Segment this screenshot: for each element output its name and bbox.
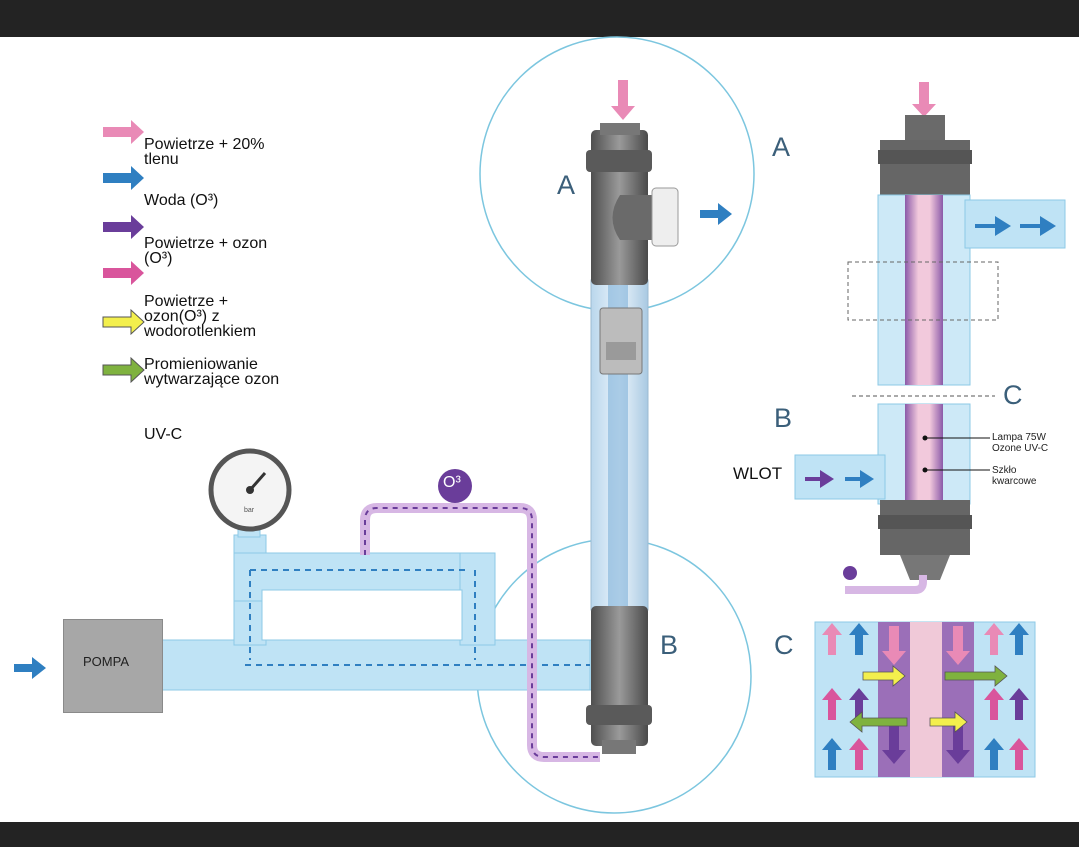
legend-arrows bbox=[102, 120, 145, 384]
lamp-label: Lampa 75W Ozone UV-C bbox=[992, 432, 1049, 454]
detail-top-inlet-arrow-icon bbox=[912, 82, 936, 117]
ozone-badge-label: O³ bbox=[443, 474, 461, 491]
purple-arrow-icon bbox=[103, 215, 144, 239]
legend-text-purple: Powietrze + ozon (O³) bbox=[144, 235, 268, 267]
label-b-right: B bbox=[774, 403, 793, 433]
detail-c-panel bbox=[814, 621, 1036, 778]
inlet-label: WLOT bbox=[733, 464, 783, 483]
ozone-air-line bbox=[360, 503, 600, 762]
outlet-blue-arrow-icon bbox=[700, 203, 732, 225]
pink-arrow-icon bbox=[103, 120, 144, 144]
top-inlet-pink-arrow-icon bbox=[611, 80, 635, 120]
legend-text-blue: Woda (O³) bbox=[144, 192, 219, 209]
label-c-top: C bbox=[1003, 380, 1023, 410]
top-black-bar bbox=[0, 0, 1079, 37]
label-b-main: B bbox=[660, 630, 679, 660]
pump-box: POMPA bbox=[63, 619, 163, 713]
inlet-arrow-icon bbox=[14, 657, 46, 679]
uvc-label: UV-C bbox=[144, 426, 183, 443]
legend-text-pink: Powietrze + 20% tlenu bbox=[144, 136, 265, 168]
main-reactor bbox=[586, 123, 679, 754]
pump-label: POMPA bbox=[83, 654, 129, 669]
green-arrow-icon bbox=[102, 356, 145, 384]
gauge-unit-label: bar bbox=[244, 507, 255, 514]
magenta-arrow-icon bbox=[103, 261, 144, 285]
detail-bottom bbox=[794, 403, 990, 594]
quartz-glass-label: Szkło kwarcowe bbox=[992, 465, 1037, 487]
label-c-bottom: C bbox=[774, 630, 794, 660]
detail-top bbox=[847, 82, 1066, 397]
label-a-right: A bbox=[772, 132, 791, 162]
yellow-arrow-icon bbox=[102, 308, 145, 336]
bottom-black-bar bbox=[0, 822, 1079, 847]
legend-text-magenta: Powietrze + ozon(O³) z wodorotlenkiem bbox=[144, 293, 257, 340]
blue-arrow-icon bbox=[103, 166, 144, 190]
pressure-gauge bbox=[208, 448, 292, 538]
water-pipes bbox=[159, 534, 631, 691]
legend-text-yellow: Promieniowanie wytwarzające ozon bbox=[144, 356, 280, 388]
ozone-badge bbox=[438, 469, 472, 503]
label-a-main: A bbox=[557, 170, 576, 200]
